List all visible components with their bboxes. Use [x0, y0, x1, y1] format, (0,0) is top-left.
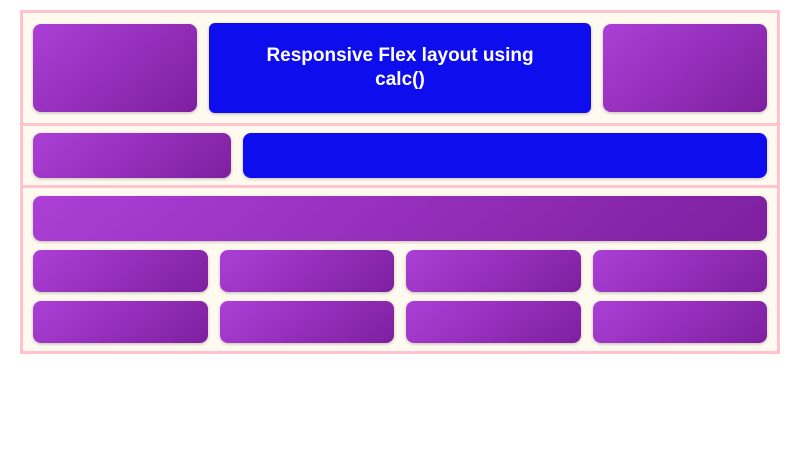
grid-row-2	[33, 301, 767, 343]
grid-box	[33, 250, 208, 292]
header-left-box	[33, 24, 198, 112]
second-row-purple-box	[33, 133, 232, 178]
grid-box	[219, 301, 394, 343]
demo-title: Responsive Flex layout using calc()	[266, 45, 534, 90]
grid-box	[592, 250, 767, 292]
grid-box	[406, 250, 581, 292]
grid-box	[33, 301, 208, 343]
grid-box	[219, 250, 394, 292]
flex-demo-panel: Responsive Flex layout using calc()	[20, 10, 780, 354]
second-row-blue-box	[243, 133, 767, 178]
grid-box	[592, 301, 767, 343]
grid-row-1	[33, 250, 767, 292]
title-box: Responsive Flex layout using calc()	[209, 23, 591, 113]
full-width-box	[33, 196, 767, 241]
grid-box	[406, 301, 581, 343]
header-row: Responsive Flex layout using calc()	[23, 13, 777, 126]
second-row	[23, 126, 777, 188]
header-right-box	[602, 24, 768, 112]
lower-rows	[23, 188, 777, 351]
